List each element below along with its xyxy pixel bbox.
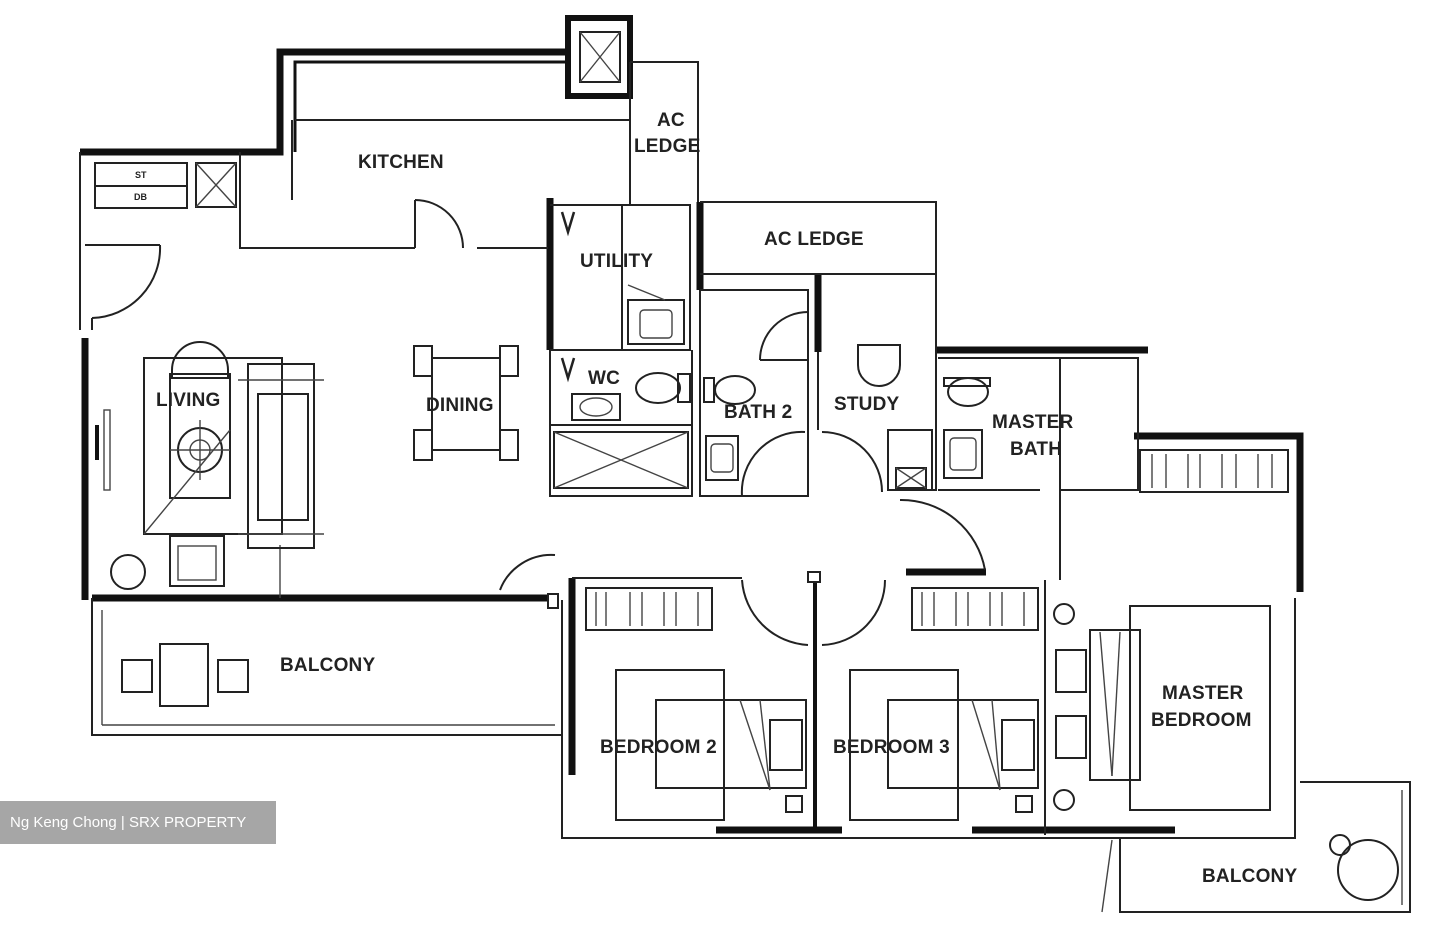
label-ac-ledge-top-2: LEDGE: [634, 136, 700, 157]
label-dining: DINING: [426, 395, 494, 416]
label-master-bedroom-1: MASTER: [1162, 683, 1244, 704]
label-bedroom3: BEDROOM 3: [833, 737, 950, 758]
structural-walls: [79, 15, 1304, 834]
label-wc: WC: [588, 368, 620, 389]
label-bedroom2: BEDROOM 2: [600, 737, 717, 758]
label-balcony-main: BALCONY: [280, 655, 375, 676]
doors: [85, 199, 986, 646]
watermark-banner: Ng Keng Chong | SRX PROPERTY: [0, 801, 276, 844]
fixtures: [103, 284, 1399, 913]
label-utility: UTILITY: [580, 251, 653, 272]
label-master-bedroom-2: BEDROOM: [1151, 710, 1252, 731]
label-ac-ledge-top-1: AC: [657, 110, 685, 131]
partitions: [91, 31, 1411, 913]
label-living: LIVING: [156, 390, 221, 411]
label-kitchen: KITCHEN: [358, 152, 444, 173]
label-bath2: BATH 2: [724, 402, 792, 423]
direction-marks: [560, 211, 576, 383]
label-master-bath-1: MASTER: [992, 412, 1074, 433]
label-ac-ledge: AC LEDGE: [764, 229, 864, 250]
room-labels: KITCHEN AC LEDGE AC LEDGE UTILITY WC BAT…: [134, 110, 1297, 887]
label-balcony-master: BALCONY: [1202, 866, 1297, 887]
label-study: STUDY: [834, 394, 900, 415]
label-db: DB: [134, 192, 147, 202]
label-master-bath-2: BATH: [1010, 439, 1062, 460]
label-st: ST: [135, 170, 147, 180]
